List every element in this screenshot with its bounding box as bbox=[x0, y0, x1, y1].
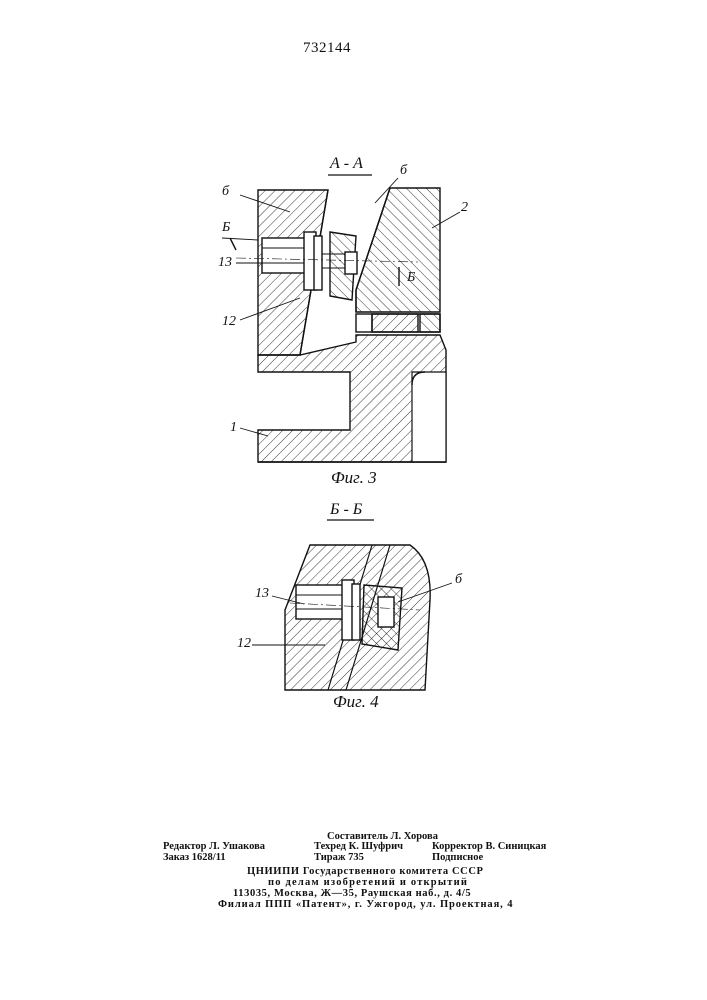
section-b-label: Б - Б bbox=[330, 501, 362, 519]
figure-4-drawing bbox=[252, 520, 452, 690]
figure-3-drawing bbox=[222, 175, 460, 462]
colophon-org-line1: ЦНИИПИ Государственного комитета СССР bbox=[247, 866, 484, 877]
label-part-1: 1 bbox=[230, 420, 237, 436]
label-part-13: 13 bbox=[218, 255, 232, 271]
label-part-12: 12 bbox=[222, 314, 236, 330]
colophon-editor: Редактор Л. Ушакова bbox=[163, 841, 265, 852]
label-section-b-left: Б bbox=[222, 220, 230, 236]
label-part-2: 2 bbox=[461, 200, 468, 216]
label-part-6-left: б bbox=[222, 184, 229, 200]
label-section-b-right: Б bbox=[407, 270, 415, 286]
label-part-6-fig4: б bbox=[455, 572, 462, 588]
label-part-6-right: б bbox=[400, 163, 407, 179]
colophon-branch: Филиал ППП «Патент», г. Ужгород, ул. Про… bbox=[218, 899, 513, 910]
colophon-techred: Техред К. Шуфрич bbox=[314, 841, 403, 852]
colophon-subscription: Подписное bbox=[432, 852, 483, 863]
colophon-circulation: Тираж 735 bbox=[314, 852, 364, 863]
figure-4-caption: Фиг. 4 bbox=[333, 692, 379, 712]
figure-3-caption: Фиг. 3 bbox=[331, 468, 377, 488]
section-a-label: А - А bbox=[330, 155, 363, 173]
colophon-order: Заказ 1628/11 bbox=[163, 852, 226, 863]
bolt-13 bbox=[262, 238, 310, 273]
colophon-address: 113035, Москва, Ж—35, Раушская наб., д. … bbox=[233, 888, 471, 899]
label-part-12-fig4: 12 bbox=[237, 636, 251, 652]
colophon-corrector: Корректор В. Синицкая bbox=[432, 841, 546, 852]
label-part-13-fig4: 13 bbox=[255, 586, 269, 602]
colophon-org-line2: по делам изобретений и открытий bbox=[268, 877, 468, 888]
